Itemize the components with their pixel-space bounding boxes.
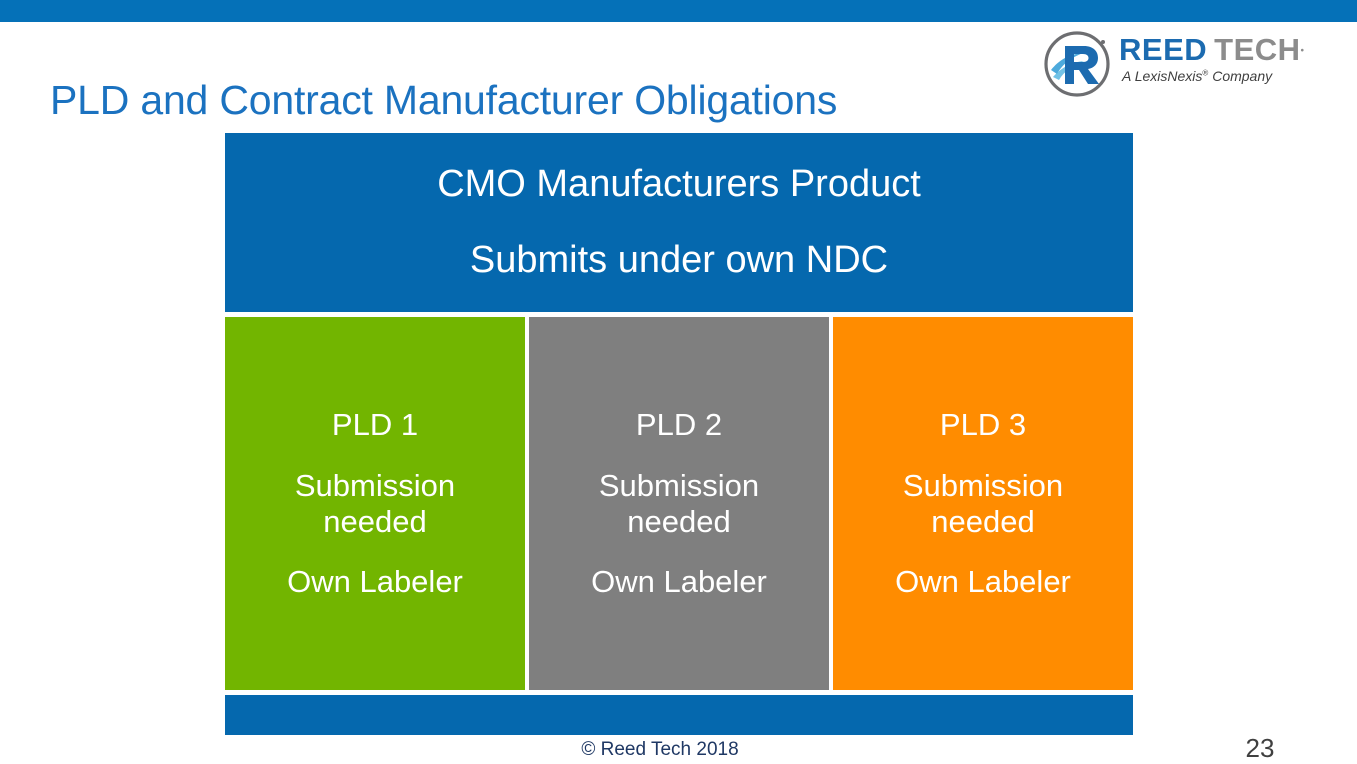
pld-3-note: Own Labeler [895,564,1071,600]
reed-tech-r-mark-icon [1043,30,1111,98]
pld-3-column: PLD 3 Submission needed Own Labeler [833,317,1133,690]
pld-columns: PLD 1 Submission needed Own Labeler PLD … [225,317,1133,690]
pld-2-title: PLD 2 [635,406,723,442]
pld-1-note: Own Labeler [287,564,463,600]
pld-obligations-diagram: CMO Manufacturers Product Submits under … [225,133,1133,735]
pld-3-title: PLD 3 [939,406,1027,442]
pld-2-subtitle: Submission needed [598,467,760,539]
cmo-header-box: CMO Manufacturers Product Submits under … [225,133,1133,312]
logo-tagline: A LexisNexis® Company [1122,68,1304,84]
pld-1-title: PLD 1 [331,406,419,442]
logo-word-tech: TECH [1214,32,1301,67]
copyright-text: © Reed Tech 2018 [581,739,739,760]
logo-tagline-registered-icon: ® [1202,68,1209,78]
pld-3-subtitle: Submission needed [902,467,1064,539]
logo-tagline-text: A LexisNexis [1122,68,1203,84]
diagram-footer-bar [225,695,1133,735]
page-title: PLD and Contract Manufacturer Obligation… [50,77,838,124]
page-number: 23 [1245,733,1275,763]
logo-word-reed: REED [1119,32,1208,67]
top-accent-bar [0,0,1357,22]
logo-registered-icon: • [1300,45,1305,57]
pld-2-note: Own Labeler [591,564,767,600]
pld-1-subtitle: Submission needed [294,467,456,539]
cmo-header-line-1: CMO Manufacturers Product [437,162,921,205]
pld-1-column: PLD 1 Submission needed Own Labeler [225,317,525,690]
logo-tagline-suffix: Company [1208,68,1273,84]
pld-2-column: PLD 2 Submission needed Own Labeler [529,317,829,690]
cmo-header-line-2: Submits under own NDC [469,238,889,281]
